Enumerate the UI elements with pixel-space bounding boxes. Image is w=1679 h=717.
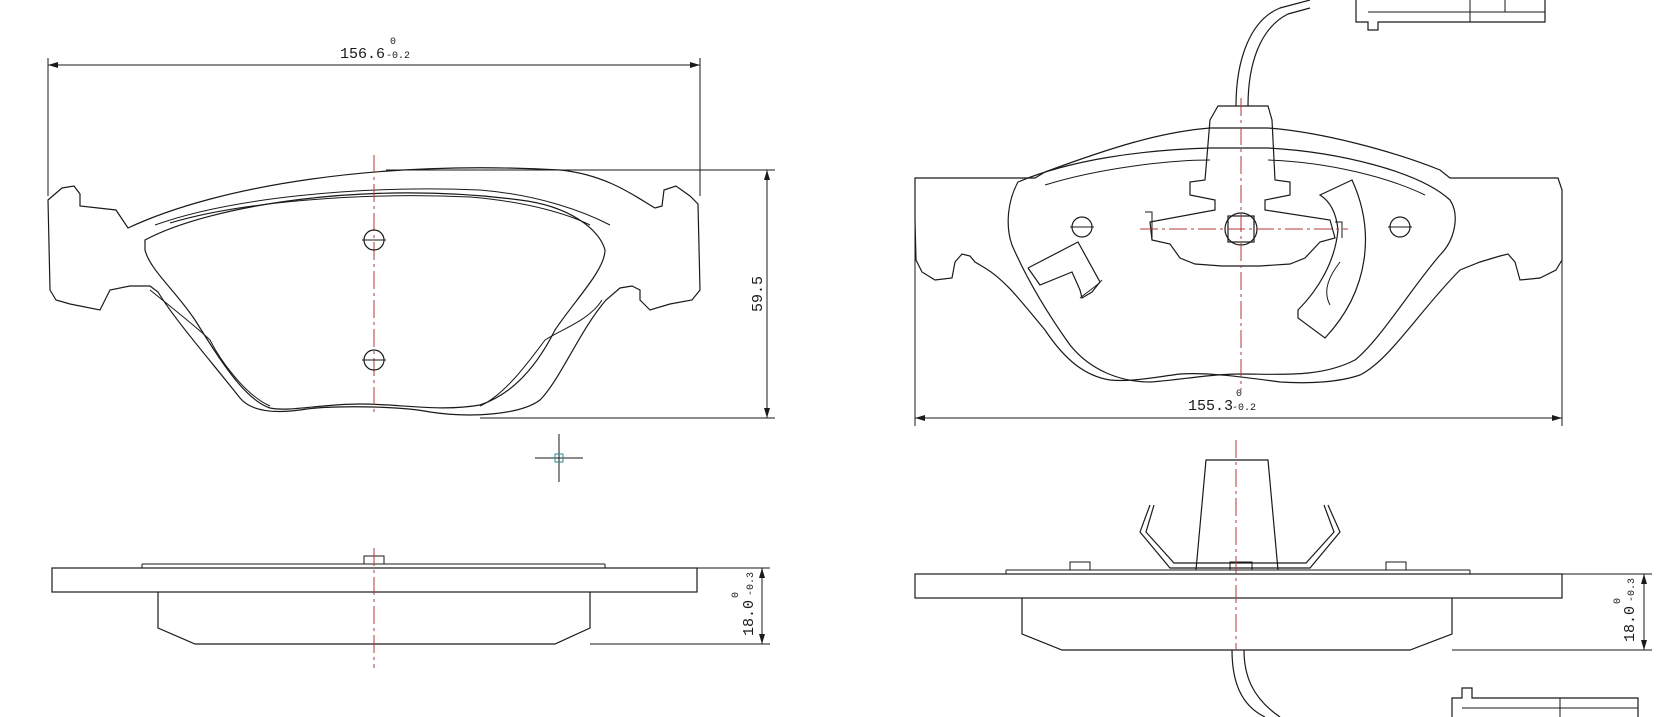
front-width-tol-upper: 0 [390, 37, 396, 48]
front-width-tol-lower: -0.2 [386, 51, 410, 62]
rear-pad-friction-inner [1044, 159, 1211, 186]
rear-pad-friction-material [1007, 147, 1456, 383]
rear-pad-spring-inner [1326, 261, 1341, 306]
rear-pad-sensor-wire-2 [1247, 7, 1311, 107]
rear-side-friction [1021, 598, 1453, 651]
front-thk-value: 18.0 [741, 600, 758, 636]
rear-side-tab-center [1229, 561, 1253, 571]
rear-width-arrow-right [1552, 415, 1562, 421]
rear-side-spring-clip [1139, 504, 1341, 569]
rear-thk-arrow-bottom [1641, 640, 1647, 650]
rear-pad-side-view: 18.0 0 -0.3 [914, 440, 1652, 717]
rear-width-tol-upper: 0 [1236, 389, 1242, 400]
rear-pad-anti-rattle-spring [1297, 179, 1366, 339]
rear-width-value: 155.3 [1188, 398, 1233, 415]
front-width-arrow-left [48, 62, 58, 68]
rear-side-sensor-tower [1195, 459, 1279, 571]
cad-crosshair-cursor [535, 434, 583, 482]
rear-side-tab-right [1385, 561, 1407, 571]
rear-pad-left-clip [1027, 241, 1101, 299]
front-pad-left-chamfer [149, 289, 271, 407]
front-side-friction [157, 592, 591, 645]
front-pad-upper-chamfer [154, 188, 611, 226]
front-pad-side-view: 18.0 0 -0.3 [51, 548, 770, 668]
rear-pad-view: 155.3 0 -0.2 [914, 0, 1563, 426]
front-pad-right-chamfer [479, 299, 603, 407]
front-width-value: 156.6 [340, 46, 385, 63]
rear-pad-sensor-connector [1355, 0, 1546, 31]
rear-side-sensor-wire-2 [1243, 649, 1281, 717]
rear-side-connector [1451, 687, 1639, 717]
front-thk-arrow-top [759, 568, 765, 578]
rear-pad-left-clip-tab [1079, 279, 1103, 299]
rear-thk-tol-upper: 0 [1613, 598, 1624, 604]
rear-pad-clip-left-detail [1145, 211, 1153, 240]
rear-pad-friction-inner-right [1267, 159, 1426, 196]
rear-pad-backing-plate [914, 127, 1563, 384]
front-pad-friction-material [144, 192, 606, 410]
front-pad-view: 156.6 0 -0.2 59.5 [47, 37, 775, 419]
rear-side-backing-plate [914, 573, 1563, 599]
rear-pad-wear-sensor-tower [1149, 105, 1336, 267]
rear-width-tol-lower: -0.2 [1232, 403, 1256, 414]
rear-pad-sensor-wire [1235, 0, 1311, 107]
front-height-value: 59.5 [750, 276, 767, 312]
rear-side-sensor-wire [1231, 649, 1266, 717]
front-height-arrow-bottom [764, 408, 770, 418]
rear-thk-arrow-top [1641, 574, 1647, 584]
front-thk-arrow-bottom [759, 634, 765, 644]
rear-thk-tol-lower: -0.3 [1627, 578, 1638, 602]
rear-side-spring-clip-inner [1145, 504, 1335, 564]
front-pad-backing-plate [47, 167, 701, 416]
front-height-arrow-top [764, 170, 770, 180]
front-thk-tol-lower: -0.3 [746, 572, 757, 596]
rear-thk-value: 18.0 [1622, 606, 1639, 642]
rear-width-arrow-left [915, 415, 925, 421]
front-pad-upper-chamfer-2 [169, 195, 591, 226]
rear-side-tab-left [1069, 561, 1091, 571]
front-width-arrow-right [690, 62, 700, 68]
front-thk-tol-upper: 0 [731, 592, 742, 598]
